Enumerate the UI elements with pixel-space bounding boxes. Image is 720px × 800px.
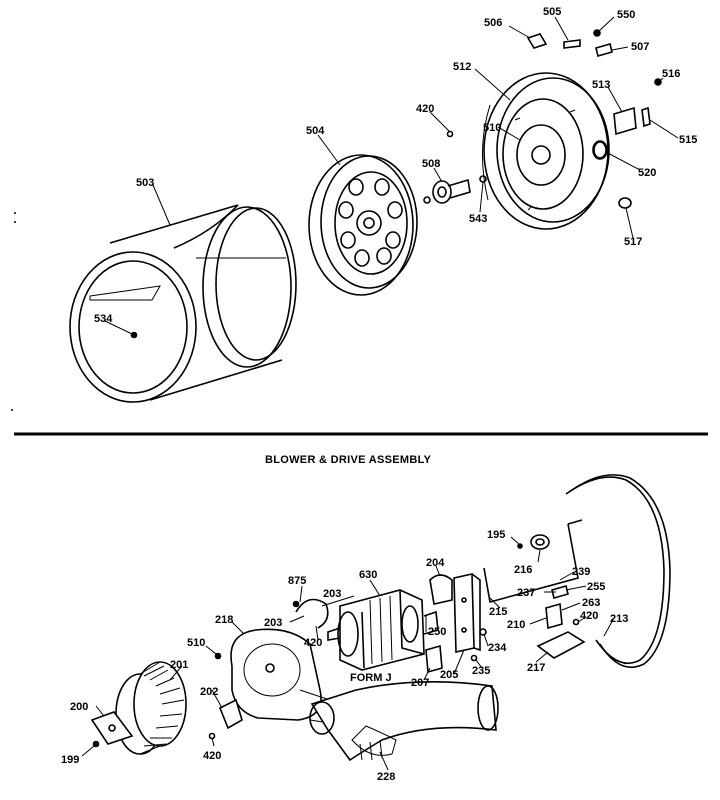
label-235: 235 bbox=[472, 665, 490, 677]
label-510-bottom: 510 bbox=[187, 637, 205, 649]
leader-lines-top bbox=[104, 16, 679, 335]
label-504: 504 bbox=[306, 125, 325, 137]
screw-420-top bbox=[446, 130, 454, 138]
bracket-210 bbox=[545, 602, 563, 630]
label-550: 550 bbox=[617, 9, 635, 21]
clip-507 bbox=[595, 43, 613, 57]
label-203-b: 203 bbox=[264, 617, 282, 629]
label-420-top: 420 bbox=[416, 103, 434, 115]
label-200: 200 bbox=[70, 701, 88, 713]
label-508: 508 bbox=[422, 158, 440, 170]
margin-marks bbox=[11, 212, 16, 411]
screw-543 bbox=[479, 175, 487, 183]
label-503: 503 bbox=[136, 177, 154, 189]
motor-mount-205 bbox=[453, 573, 481, 653]
part-labels-bottom: 195 216 239 255 237 263 875 630 204 203 … bbox=[61, 529, 628, 783]
label-234: 234 bbox=[488, 642, 507, 654]
label-205: 205 bbox=[440, 669, 458, 681]
label-507: 507 bbox=[631, 41, 649, 53]
label-239: 239 bbox=[572, 566, 590, 578]
bracket-506 bbox=[526, 33, 548, 49]
label-203-a: 203 bbox=[323, 588, 341, 600]
screws-234-235 bbox=[470, 628, 487, 662]
label-250: 250 bbox=[428, 626, 446, 638]
pulley-216 bbox=[517, 534, 550, 550]
clip-505 bbox=[563, 39, 581, 49]
label-505: 505 bbox=[543, 6, 561, 18]
bearing-508 bbox=[423, 178, 471, 204]
label-630: 630 bbox=[359, 569, 377, 581]
drive-belt-213 bbox=[565, 474, 671, 669]
label-516: 516 bbox=[662, 68, 680, 80]
bearing-520 bbox=[592, 140, 608, 160]
idler-arm-215 bbox=[483, 519, 583, 604]
label-420-bottom: 420 bbox=[203, 750, 221, 762]
label-506: 506 bbox=[484, 17, 502, 29]
label-237: 237 bbox=[517, 587, 535, 599]
label-217: 217 bbox=[527, 662, 545, 674]
label-543: 543 bbox=[469, 213, 487, 225]
label-517: 517 bbox=[624, 236, 642, 248]
rear-bulkhead-512 bbox=[482, 72, 610, 230]
label-875: 875 bbox=[288, 575, 306, 587]
label-207: 207 bbox=[411, 677, 429, 689]
label-202: 202 bbox=[200, 686, 218, 698]
drum-503 bbox=[69, 204, 297, 403]
section-title: BLOWER & DRIVE ASSEMBLY bbox=[265, 454, 432, 466]
label-199: 199 bbox=[61, 754, 79, 766]
bracket-207 bbox=[425, 644, 443, 674]
label-534: 534 bbox=[94, 313, 113, 325]
leader-lines-bottom bbox=[81, 536, 615, 771]
label-515: 515 bbox=[679, 134, 697, 146]
label-213: 213 bbox=[610, 613, 628, 625]
label-216: 216 bbox=[514, 564, 532, 576]
label-512: 512 bbox=[453, 61, 471, 73]
bracket-202 bbox=[208, 698, 243, 740]
spring-237 bbox=[551, 585, 569, 599]
label-510-top: 510 bbox=[483, 122, 501, 134]
label-520: 520 bbox=[638, 167, 656, 179]
switch-204 bbox=[429, 574, 453, 605]
label-228: 228 bbox=[377, 771, 395, 783]
label-201: 201 bbox=[170, 659, 188, 671]
label-255: 255 bbox=[587, 581, 605, 593]
motor-630 bbox=[327, 589, 439, 671]
plate-217 bbox=[536, 631, 586, 659]
plate-200 bbox=[90, 711, 134, 748]
label-210: 210 bbox=[507, 619, 525, 631]
roller-517 bbox=[618, 197, 632, 209]
exhaust-duct-228 bbox=[309, 681, 499, 762]
label-215: 215 bbox=[489, 606, 507, 618]
label-263: 263 bbox=[582, 597, 600, 609]
screw-516 bbox=[654, 78, 662, 86]
label-218: 218 bbox=[215, 614, 233, 626]
screw-510-bottom bbox=[214, 652, 222, 660]
part-labels-top: 506 505 550 507 512 516 513 420 504 510 … bbox=[94, 6, 697, 325]
blower-wheel-201 bbox=[115, 661, 187, 755]
motor-clamp-203 bbox=[292, 598, 329, 629]
label-form-j: FORM J bbox=[350, 672, 392, 684]
screw-420-right bbox=[572, 618, 580, 626]
label-420-mid: 420 bbox=[304, 637, 322, 649]
label-204: 204 bbox=[426, 557, 445, 569]
label-420-right: 420 bbox=[580, 610, 598, 622]
drum-rear-504 bbox=[308, 154, 418, 296]
label-195: 195 bbox=[487, 529, 505, 541]
switch-513 bbox=[613, 106, 651, 136]
label-513: 513 bbox=[592, 79, 610, 91]
